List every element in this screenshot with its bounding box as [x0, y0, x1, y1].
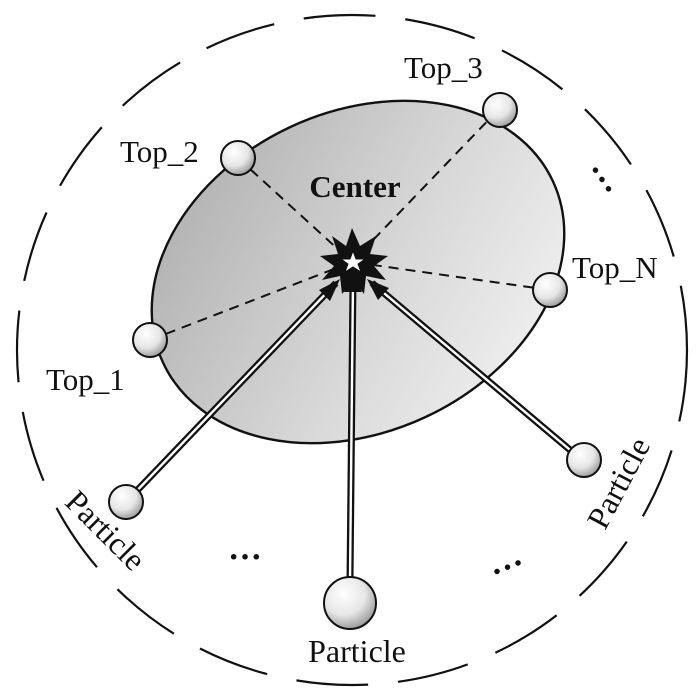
- top2-label: Top_2: [120, 134, 199, 169]
- arrow-particle-left: [125, 279, 340, 503]
- particle-left-node: [108, 484, 144, 520]
- topN-node: [532, 272, 568, 308]
- top1-label: Top_1: [46, 362, 125, 397]
- particle-arrows: [125, 272, 585, 581]
- top2-node: [220, 140, 256, 176]
- top1-node: [132, 322, 168, 358]
- particle-bottom-node: [323, 576, 377, 630]
- ellipsis-top-right: ···: [576, 155, 626, 204]
- topN-label: Top_N: [572, 250, 658, 285]
- particle-bottom-label: Particle: [308, 633, 406, 669]
- outer-boundary-circle: [15, 13, 689, 687]
- top-links: [149, 109, 551, 341]
- top3-node: [482, 92, 518, 128]
- link-top1-center: [149, 261, 353, 341]
- arrow-particle-bottom: [344, 272, 362, 581]
- ellipsis-bottom-right: ···: [485, 544, 530, 591]
- link-top3-center: [351, 109, 499, 263]
- center-label: Center: [309, 169, 400, 204]
- top3-label: Top_3: [404, 50, 483, 85]
- arrow-particle-right: [367, 279, 585, 463]
- link-top2-center: [237, 157, 353, 263]
- ellipsis-bottom-left: ···: [228, 539, 262, 576]
- particle-right-node: [566, 442, 602, 478]
- center-star-icon: [320, 228, 388, 294]
